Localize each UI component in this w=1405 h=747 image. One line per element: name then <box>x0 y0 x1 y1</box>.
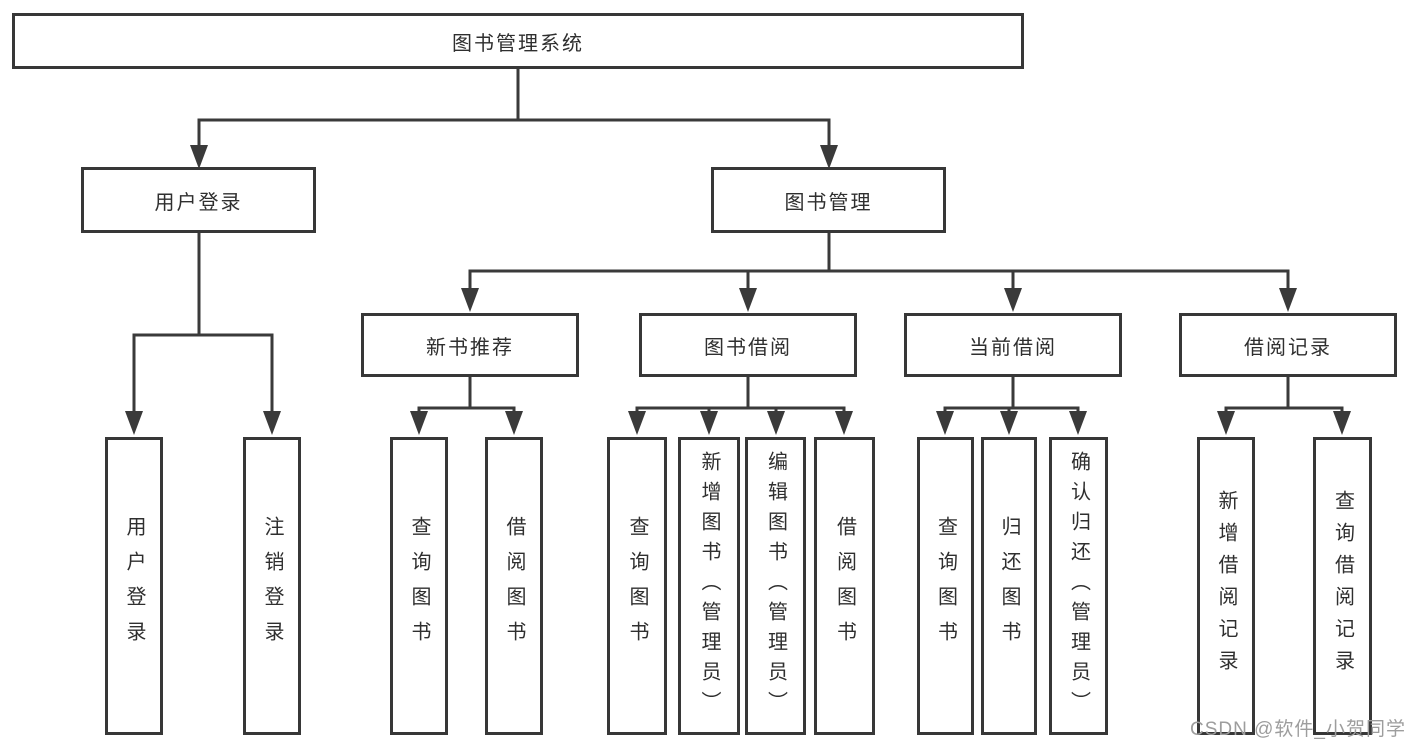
leaf-label: 注销登录 <box>261 516 283 656</box>
leaf-label: 借阅图书 <box>833 516 856 656</box>
leaf-borrow-books-recommend: 借阅图书 <box>485 437 543 735</box>
connector-current-borrowing <box>943 377 1080 414</box>
leaf-label: 确认归还（管理员） <box>1067 451 1090 721</box>
leaf-confirm-return-admin: 确认归还（管理员） <box>1049 437 1108 735</box>
leaf-label: 查询图书 <box>408 516 430 656</box>
connector-user-login <box>132 233 274 414</box>
connector-book-borrowing <box>635 377 846 414</box>
node-user-login: 用户登录 <box>81 167 316 233</box>
leaf-borrow-books-borrowing: 借阅图书 <box>814 437 875 735</box>
node-book-management: 图书管理 <box>711 167 946 233</box>
leaf-label: 用户登录 <box>123 516 145 656</box>
leaf-edit-book-admin: 编辑图书（管理员） <box>745 437 806 735</box>
leaf-label: 查询图书 <box>626 516 648 656</box>
leaf-label: 查询图书 <box>934 516 957 656</box>
leaf-add-borrow-record: 新增借阅记录 <box>1197 437 1255 735</box>
leaf-query-borrow-record: 查询借阅记录 <box>1313 437 1372 735</box>
leaf-return-books: 归还图书 <box>981 437 1037 735</box>
watermark: CSDN @软件_小贺同学 <box>1190 719 1405 740</box>
leaf-logout: 注销登录 <box>243 437 301 735</box>
leaf-user-login: 用户登录 <box>105 437 163 735</box>
connector-root <box>197 69 831 150</box>
leaf-query-books-current: 查询图书 <box>917 437 974 735</box>
node-root: 图书管理系统 <box>12 13 1024 69</box>
leaf-label: 借阅图书 <box>503 516 525 656</box>
leaf-label: 新增图书（管理员） <box>698 451 720 721</box>
connector-new-book-recommend <box>417 377 516 414</box>
leaf-label: 归还图书 <box>998 516 1020 656</box>
leaf-add-book-admin: 新增图书（管理员） <box>678 437 740 735</box>
connector-book-management <box>468 233 1290 294</box>
leaf-label: 查询借阅记录 <box>1331 490 1354 682</box>
connector-borrowing-records <box>1224 377 1344 414</box>
node-book-borrowing: 图书借阅 <box>639 313 857 377</box>
node-new-book-recommend: 新书推荐 <box>361 313 579 377</box>
leaf-label: 新增借阅记录 <box>1215 490 1237 682</box>
node-current-borrowing: 当前借阅 <box>904 313 1122 377</box>
leaf-query-books-borrowing: 查询图书 <box>607 437 667 735</box>
node-borrowing-records: 借阅记录 <box>1179 313 1397 377</box>
leaf-query-books-recommend: 查询图书 <box>390 437 448 735</box>
leaf-label: 编辑图书（管理员） <box>764 451 787 721</box>
